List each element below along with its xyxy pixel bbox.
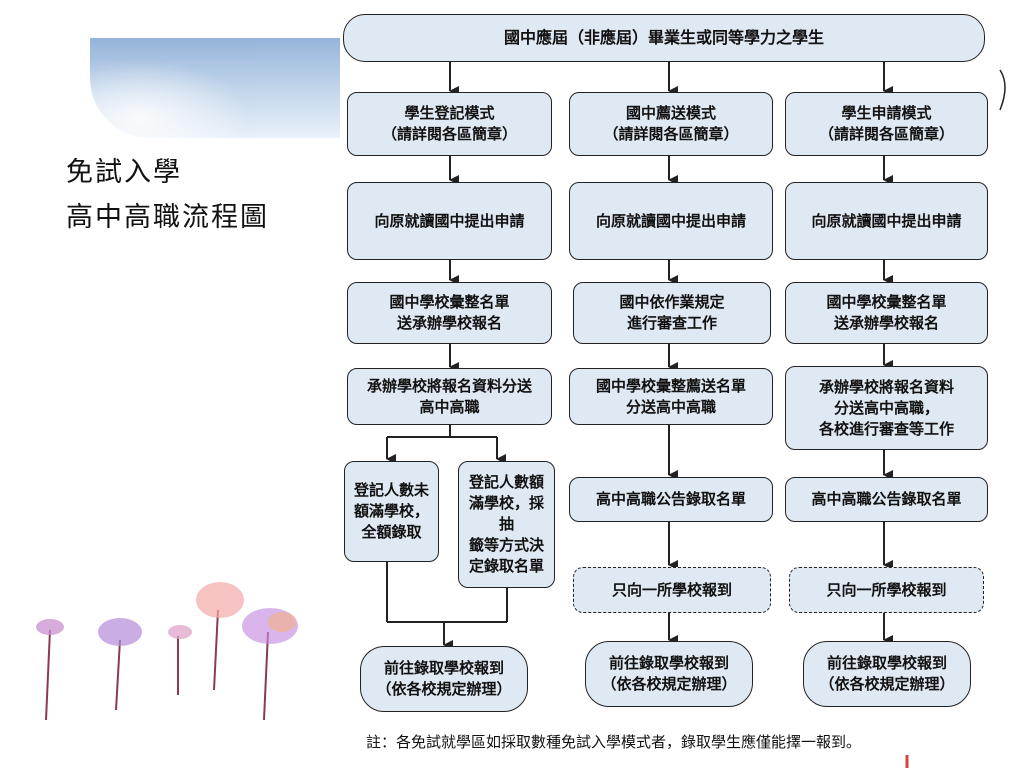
page-title-line2: 高中高職流程圖 [66,202,269,233]
decorative-sky-image [30,38,340,178]
left-apply-box: 向原就讀國中提出申請 [347,182,552,260]
footnote: 註：各免試就學區如採取數種免試入學模式者，錄取學生應僅能擇一報到。 [366,733,862,751]
decorative-flowers-image [36,582,298,721]
right-register-box: 只向一所學校報到 [789,567,984,613]
top-box-students: 國中應屆（非應屆）畢業生或同等學力之學生 [343,14,985,62]
middle-apply-box: 向原就讀國中提出申請 [569,182,773,260]
left-collect-box: 國中學校彙整名單 送承辦學校報名 [347,282,552,344]
right-final-box: 前往錄取學校報到 （依各校規定辦理） [803,641,971,707]
left-branch-a-box: 登記人數未 額滿學校， 全額錄取 [344,461,439,562]
left-branch-b-box: 登記人數額 滿學校，採抽 籤等方式決 定錄取名單 [458,461,555,588]
left-forward-box: 承辦學校將報名資料分送 高中高職 [347,368,552,425]
right-forward-box: 承辦學校將報名資料 分送高中高職， 各校進行審查等工作 [785,366,988,450]
middle-mode-box: 國中薦送模式 （請詳閱各區簡章） [569,92,773,156]
middle-review-box: 國中依作業規定 進行審查工作 [573,282,771,344]
page-title-line1: 免試入學 [66,157,182,188]
left-mode-box: 學生登記模式 （請詳閱各區簡章） [347,92,552,156]
left-final-box: 前往錄取學校報到 （依各校規定辦理） [360,646,528,712]
right-collect-box: 國中學校彙整名單 送承辦學校報名 [785,282,988,344]
right-mode-box: 學生申請模式 （請詳閱各區簡章） [785,92,988,156]
right-apply-box: 向原就讀國中提出申請 [785,182,988,260]
middle-announce-box: 高中高職公告錄取名單 [569,477,773,522]
middle-register-box: 只向一所學校報到 [573,567,771,613]
middle-final-box: 前往錄取學校報到 （依各校規定辦理） [585,641,753,707]
right-announce-box: 高中高職公告錄取名單 [785,477,988,522]
middle-collect-box: 國中學校彙整薦送名單 分送高中高職 [569,368,773,425]
